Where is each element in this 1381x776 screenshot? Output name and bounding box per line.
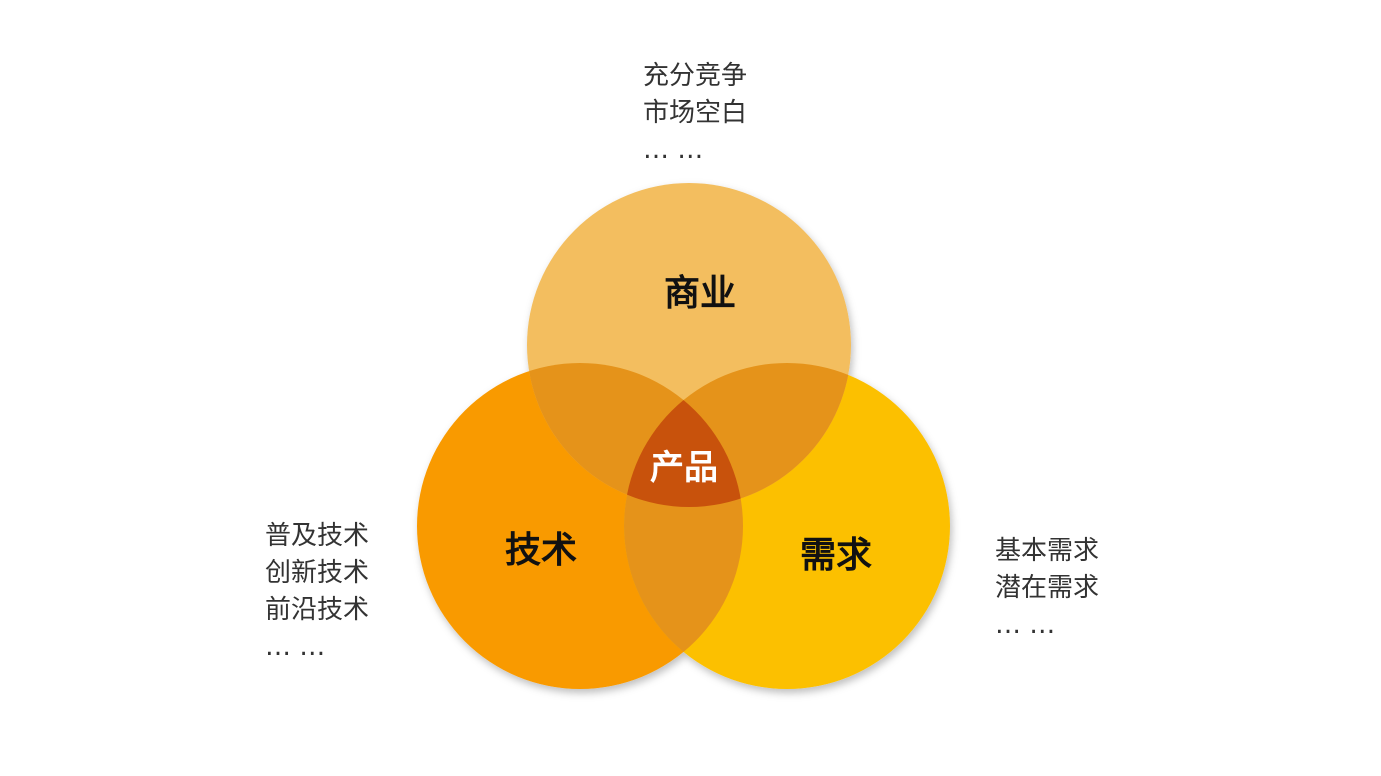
- business-list: 充分竞争 市场空白 … …: [643, 58, 747, 169]
- list-item: … …: [995, 610, 1056, 640]
- label-business: 商业: [664, 273, 736, 314]
- list-item: 充分竞争: [643, 61, 748, 91]
- tech-list: 普及技术 创新技术 前沿技术 … …: [265, 518, 369, 666]
- list-item: … …: [643, 135, 704, 165]
- list-item: … …: [265, 632, 326, 662]
- list-item: 创新技术: [265, 558, 370, 588]
- list-item: 前沿技术: [265, 595, 370, 625]
- label-tech: 技术: [505, 530, 577, 571]
- demand-list: 基本需求 潜在需求 … …: [995, 533, 1099, 644]
- list-item: 市场空白: [643, 98, 748, 128]
- list-item: 基本需求: [995, 536, 1100, 566]
- label-product: 产品: [650, 448, 718, 488]
- list-item: 潜在需求: [995, 573, 1100, 603]
- list-item: 普及技术: [265, 521, 370, 551]
- label-demand: 需求: [800, 535, 872, 576]
- overlap-center: [624, 363, 743, 507]
